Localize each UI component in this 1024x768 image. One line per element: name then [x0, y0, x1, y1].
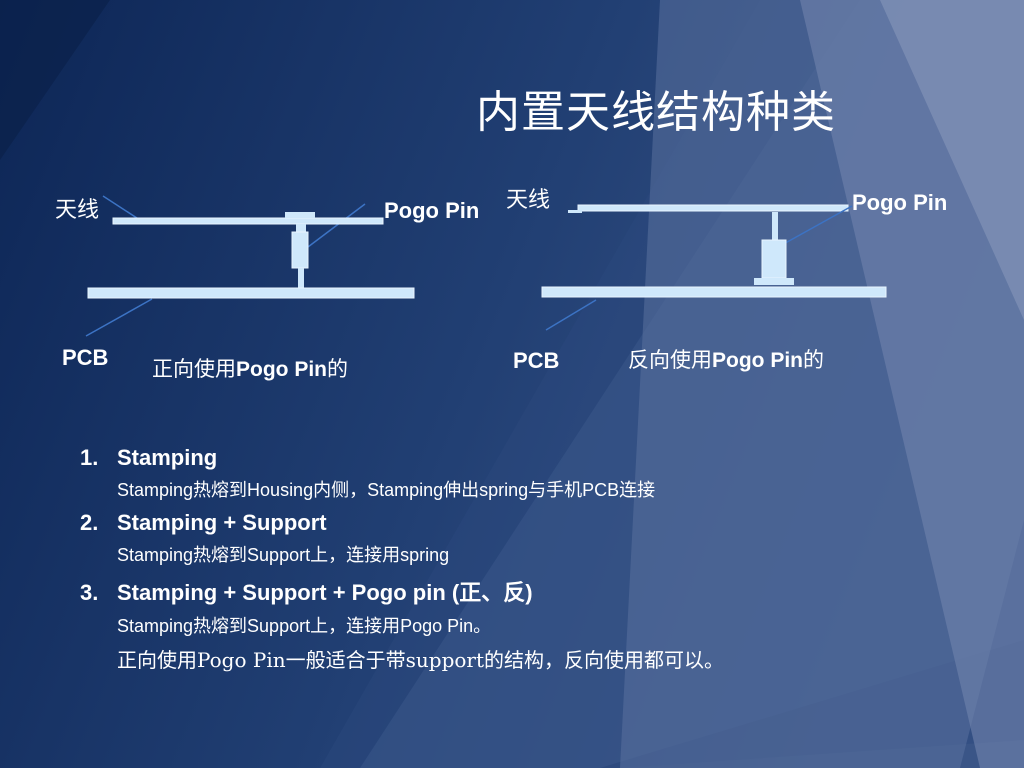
caption-left-cn: 正向使用 [152, 358, 236, 381]
diagram-forward [85, 195, 415, 337]
caption-right-suffix: 的 [803, 349, 824, 372]
pogo-pin-body [761, 239, 787, 279]
antenna-plate [577, 204, 849, 212]
diagram-reverse [541, 204, 887, 331]
list-item: 3. Stamping + Support + Pogo pin (正、反) St… [80, 575, 980, 638]
list-heading: Stamping + Support [117, 510, 327, 535]
pcb-board [541, 286, 887, 298]
pogo-label-right: Pogo Pin [852, 190, 948, 215]
antenna-pointer-line [102, 195, 141, 221]
pcb-pointer-line [545, 299, 597, 331]
caption-right-en: Pogo Pin [712, 349, 803, 372]
antenna-label-left: 天线 [55, 197, 100, 222]
list-number: 1. [80, 445, 99, 470]
caption-right: 反向使用Pogo Pin的 [628, 344, 824, 374]
antenna-plate-stub [568, 210, 582, 213]
list-description: Stamping热熔到Support上，连接用Pogo Pin。 [117, 616, 492, 636]
list-item: 1. Stamping Stamping热熔到Housing内侧，Stamping… [80, 445, 980, 502]
list-description: Stamping热熔到Support上，连接用spring [117, 545, 450, 565]
pogo-pin-top [296, 224, 306, 232]
pcb-pointer-line [85, 298, 153, 337]
pogo-pin-body [291, 231, 309, 269]
pogo-pin-foot [754, 278, 794, 285]
pogo-pin-base [298, 268, 304, 288]
pcb-label-left: PCB [62, 345, 109, 370]
caption-right-cn: 反向使用 [628, 349, 712, 372]
caption-left-en: Pogo Pin [236, 358, 327, 381]
pogo-pointer-line [299, 203, 366, 254]
caption-left-suffix: 的 [327, 358, 348, 381]
pogo-label-left: Pogo Pin [384, 198, 480, 223]
list-item: 2. Stamping + Support Stamping热熔到Support上… [80, 510, 980, 567]
pogo-pin-tip [772, 212, 778, 240]
list-number: 2. [80, 510, 99, 535]
pcb-board [87, 287, 415, 299]
list-heading: Stamping + Support + Pogo pin (正、反) [117, 580, 533, 605]
pcb-label-right: PCB [513, 348, 560, 373]
pogo-pin-head [285, 212, 315, 218]
pogo-pointer-line [779, 205, 853, 247]
list-description: Stamping热熔到Housing内侧，Stamping伸出spring与手机… [117, 480, 656, 500]
list-number: 3. [80, 580, 99, 605]
antenna-label-right: 天线 [506, 187, 551, 212]
summary-note: 正向使用Pogo Pin一般适合于带support的结构，反向使用都可以。 [117, 648, 725, 672]
antenna-plate [112, 217, 384, 225]
list-heading: Stamping [117, 445, 218, 470]
slide-title: 内置天线结构种类 [476, 88, 836, 137]
caption-left: 正向使用Pogo Pin的 [152, 353, 348, 383]
structure-list: 1. Stamping Stamping热熔到Housing内侧，Stamping… [80, 445, 980, 673]
